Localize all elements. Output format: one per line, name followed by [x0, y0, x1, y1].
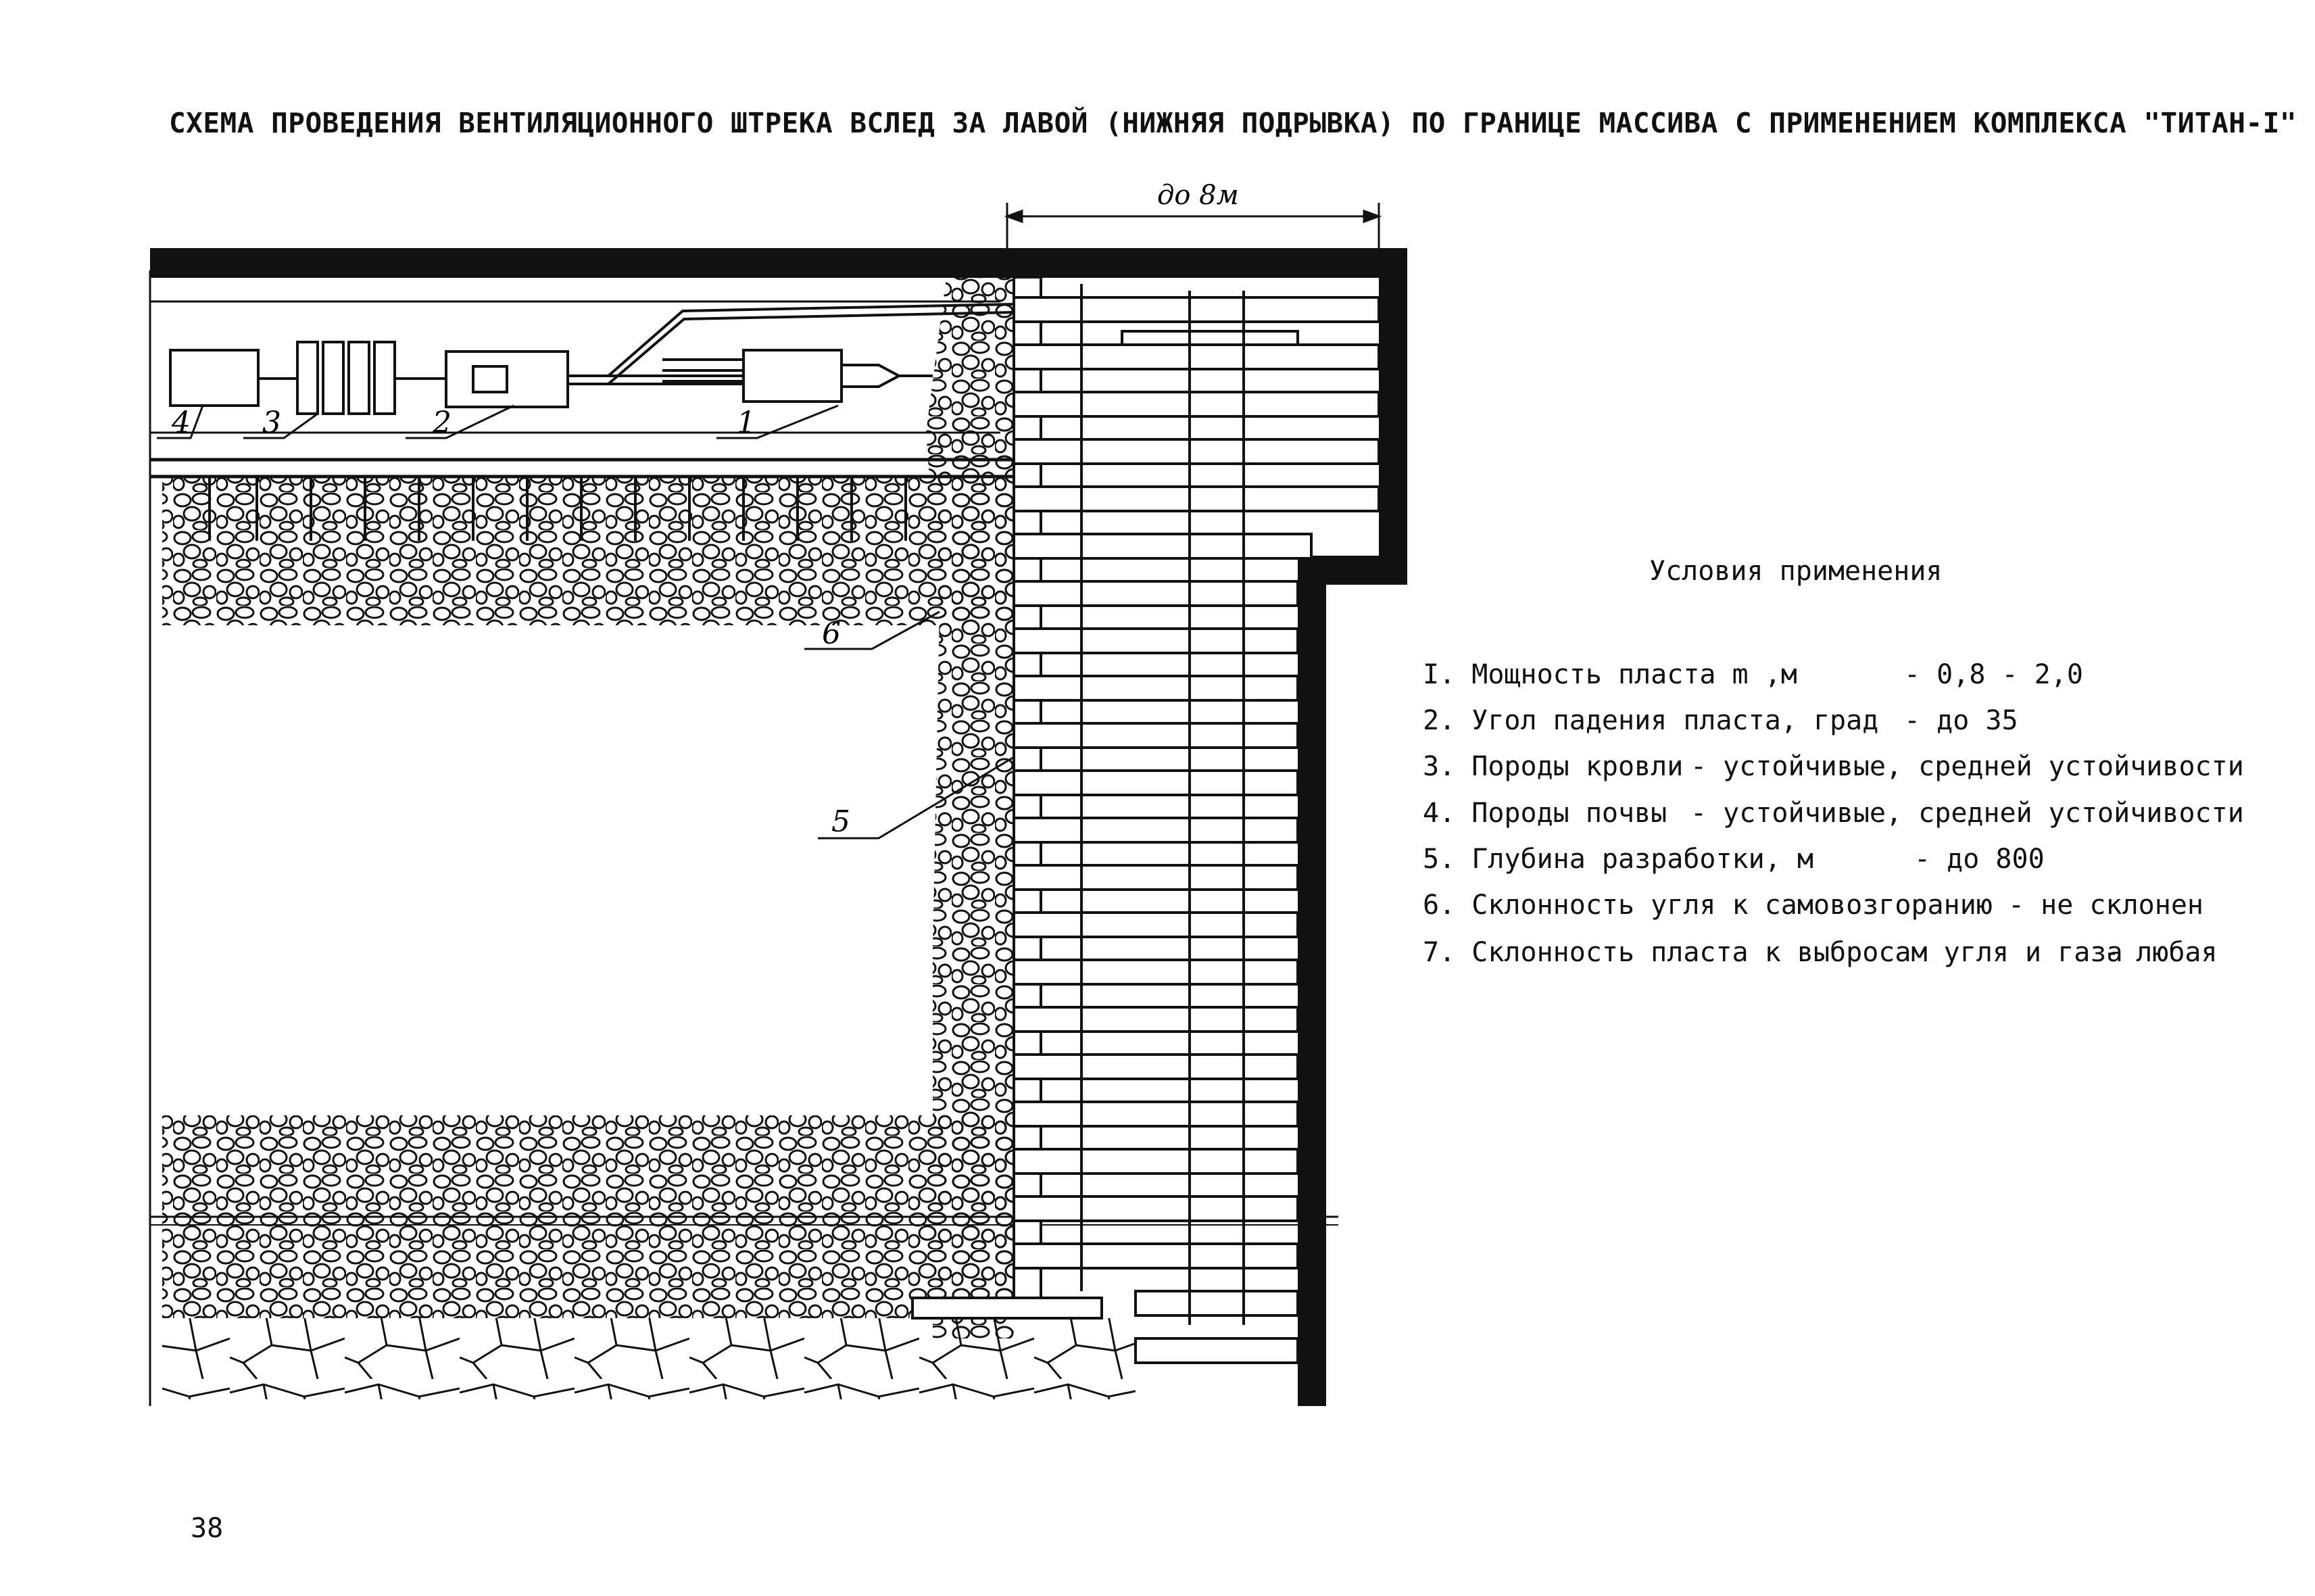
callout-6: 6 — [822, 616, 841, 651]
condition-label: 5. Глубина разработки, м — [1423, 844, 1813, 875]
timber-crib — [911, 276, 1380, 1364]
condition-value: - устойчивые, средней устойчивости — [1690, 798, 2244, 829]
page-title: СХЕМА ПРОВЕДЕНИЯ ВЕНТИЛЯЦИОННОГО ШТРЕКА … — [169, 107, 2297, 139]
callout-4: 4 — [171, 406, 191, 440]
condition-value: - 0,8 - 2,0 — [1904, 659, 2083, 690]
condition-label: 2. Угол падения пласта, град — [1423, 705, 1879, 736]
width-dimension — [1004, 203, 1382, 257]
condition-label: 6. Склонность угля к самовозгоранию — [1423, 890, 1993, 921]
floor-rock — [162, 1318, 1136, 1399]
page-number: 38 — [191, 1513, 224, 1544]
condition-value: - не склонен — [2008, 890, 2203, 921]
condition-value: - до 800 — [1914, 844, 2045, 875]
condition-value: - любая — [2103, 937, 2218, 968]
condition-value: - устойчивые, средней устойчивости — [1690, 751, 2244, 782]
gob-gravel-upper — [162, 477, 1014, 625]
callout-leaders — [157, 404, 1015, 840]
callout-3: 3 — [262, 406, 281, 440]
coal-massif-wall — [1298, 248, 1407, 1406]
callout-1: 1 — [737, 406, 756, 440]
condition-label: I. Мощность пласта m ,м — [1423, 659, 1797, 690]
condition-label: 4. Породы почвы — [1423, 798, 1667, 829]
gob-gravel-side — [926, 277, 1014, 1338]
roof-strata — [150, 248, 1407, 278]
condition-value: - до 35 — [1904, 705, 2018, 736]
callout-5: 5 — [831, 804, 850, 839]
condition-label: 3. Породы кровли — [1423, 751, 1684, 782]
titan-complex — [169, 303, 1015, 415]
condition-label: 7. Склонность пласта к выбросам угля и г… — [1423, 937, 2123, 968]
dimension-label: до 8м — [1157, 180, 1239, 211]
conditions-title: Условия применения — [1649, 556, 1943, 587]
callout-2: 2 — [432, 406, 452, 440]
